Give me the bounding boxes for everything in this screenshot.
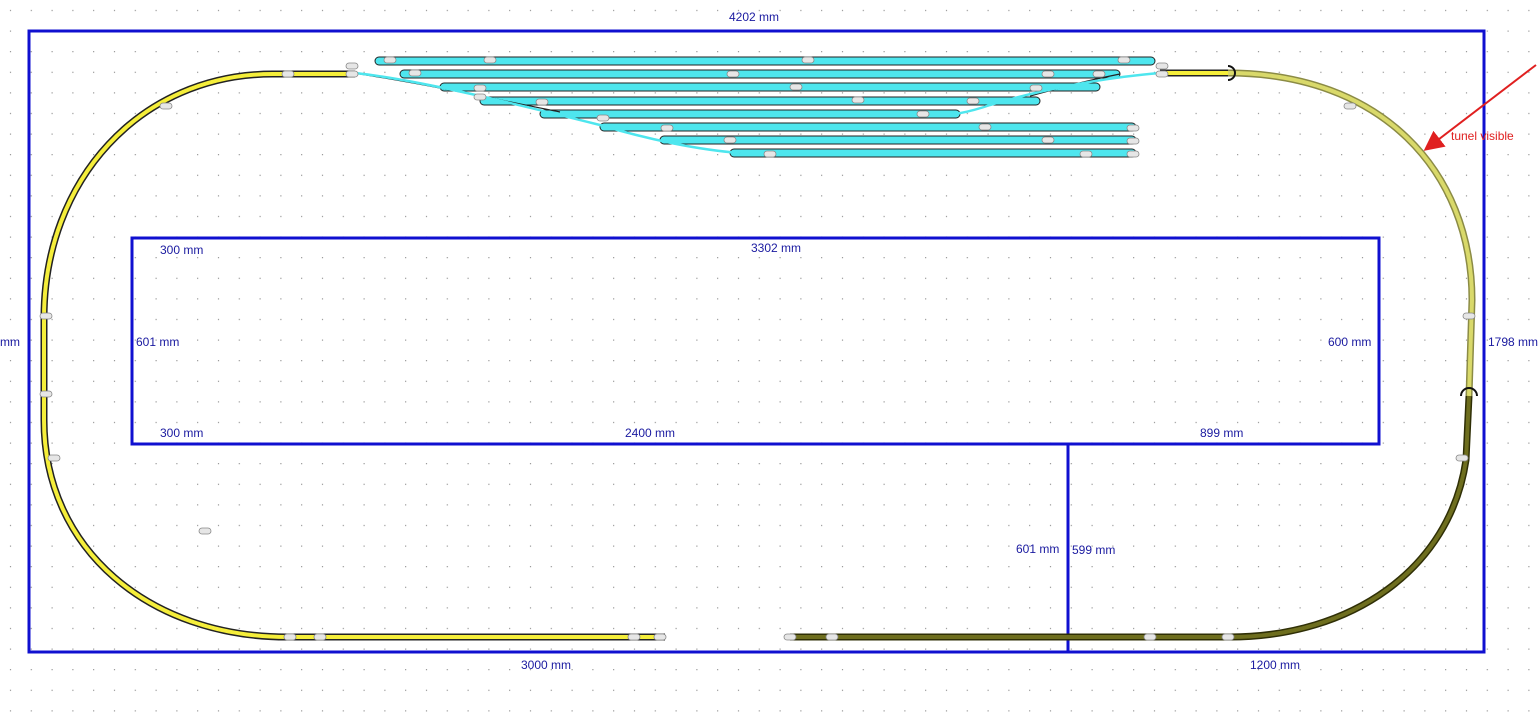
track-joint-icon	[726, 70, 740, 78]
track-joint-icon	[1092, 70, 1106, 78]
track-yellow-left-fill	[42, 72, 665, 639]
track-joint-icon	[313, 633, 327, 641]
dim-outer-bottom-left: 3000 mm	[521, 658, 571, 672]
track-joint-icon	[653, 633, 667, 641]
dim-inner-top-left: 300 mm	[160, 243, 203, 257]
dim-inner-right: 600 mm	[1328, 335, 1371, 349]
track-joint-icon	[789, 83, 803, 91]
dim-leg-left: 601 mm	[1016, 542, 1059, 556]
track-joint-icon	[660, 124, 674, 132]
track-joint-icon	[1126, 150, 1140, 158]
track-joint-icon	[801, 56, 815, 64]
dim-outer-bottom-right: 1200 mm	[1250, 658, 1300, 672]
siding-4	[479, 96, 1041, 106]
track-joint-icon	[1343, 102, 1357, 110]
ladder-right-fill	[929, 71, 1161, 118]
inner-cutout	[130, 236, 1381, 446]
track-joint-icon	[825, 633, 839, 641]
dim-outer-left: mm	[0, 335, 20, 349]
yard-sidings	[354, 56, 1161, 158]
siding-2	[399, 69, 1121, 79]
track-joint-icon	[916, 110, 930, 118]
track-joint-icon	[345, 62, 359, 70]
siding-8	[729, 148, 1137, 158]
annotation-tunel-visible: tunel visible	[1451, 129, 1514, 143]
track-joint-icon	[978, 123, 992, 131]
dim-inner-bottom-right: 899 mm	[1200, 426, 1243, 440]
track-joint-icon	[1079, 150, 1093, 158]
red-arrow-icon	[1423, 64, 1537, 151]
track-tunnel-hidden-fill	[790, 395, 1471, 639]
dimension-labels: 4202 mm mm 1798 mm 3000 mm 1200 mm 3302 …	[0, 10, 1538, 672]
main-loop-track	[40, 69, 1476, 641]
dim-inner-left: 601 mm	[136, 335, 179, 349]
track-joint-icon	[39, 312, 53, 320]
track-joint-icon	[345, 70, 359, 78]
dim-inner-bottom-left: 300 mm	[160, 426, 203, 440]
track-joint-icon	[851, 96, 865, 104]
siding-1	[374, 56, 1156, 66]
dim-inner-bottom-mid: 2400 mm	[625, 426, 675, 440]
dim-leg-right: 599 mm	[1072, 543, 1115, 557]
track-joint-icon	[1462, 312, 1476, 320]
dim-outer-top: 4202 mm	[729, 10, 779, 24]
siding-3	[439, 82, 1101, 92]
track-joint-icon	[473, 93, 487, 101]
track-joint-icon	[1221, 633, 1235, 641]
track-joint-icon	[39, 390, 53, 398]
track-tunnel-visible-fill	[1227, 71, 1475, 397]
dim-outer-right: 1798 mm	[1488, 335, 1538, 349]
track-joint-icons	[39, 56, 1476, 641]
track-joint-icon	[627, 633, 641, 641]
track-joint-icon	[1041, 70, 1055, 78]
siding-6	[599, 122, 1137, 132]
track-joint-icon	[47, 454, 61, 462]
track-joint-icon	[1155, 70, 1169, 78]
track-joint-icon	[483, 56, 497, 64]
track-joint-icon	[783, 633, 797, 641]
tunnel-portal-icon	[1227, 65, 1478, 397]
tunnel-portal-right	[1460, 387, 1478, 397]
track-joint-icon	[408, 69, 422, 77]
track-joint-icon	[596, 114, 610, 122]
track-joint-icon	[1455, 454, 1469, 462]
track-joint-icon	[535, 98, 549, 106]
track-joint-icon	[159, 102, 173, 110]
track-joint-icon	[723, 136, 737, 144]
track-joint-icon	[966, 97, 980, 105]
board-outline	[27, 29, 1486, 654]
track-joint-icon	[1117, 56, 1131, 64]
outer-board	[27, 29, 1486, 654]
dim-inner-top: 3302 mm	[751, 241, 801, 255]
track-joint-icon	[198, 527, 212, 535]
track-joint-icon	[281, 70, 295, 78]
track-joint-icon	[1029, 84, 1043, 92]
track-joint-icon	[1143, 633, 1157, 641]
track-joint-icon	[763, 150, 777, 158]
track-joint-icon	[1126, 137, 1140, 145]
track-joint-icon	[1155, 62, 1169, 70]
track-joint-icon	[1126, 124, 1140, 132]
tunnel-portal-top	[1227, 65, 1236, 81]
ladder-left-fill	[354, 71, 741, 155]
track-joint-icon	[1041, 136, 1055, 144]
track-joint-icon	[473, 84, 487, 92]
track-joint-icon	[283, 633, 297, 641]
track-joint-icon	[383, 56, 397, 64]
